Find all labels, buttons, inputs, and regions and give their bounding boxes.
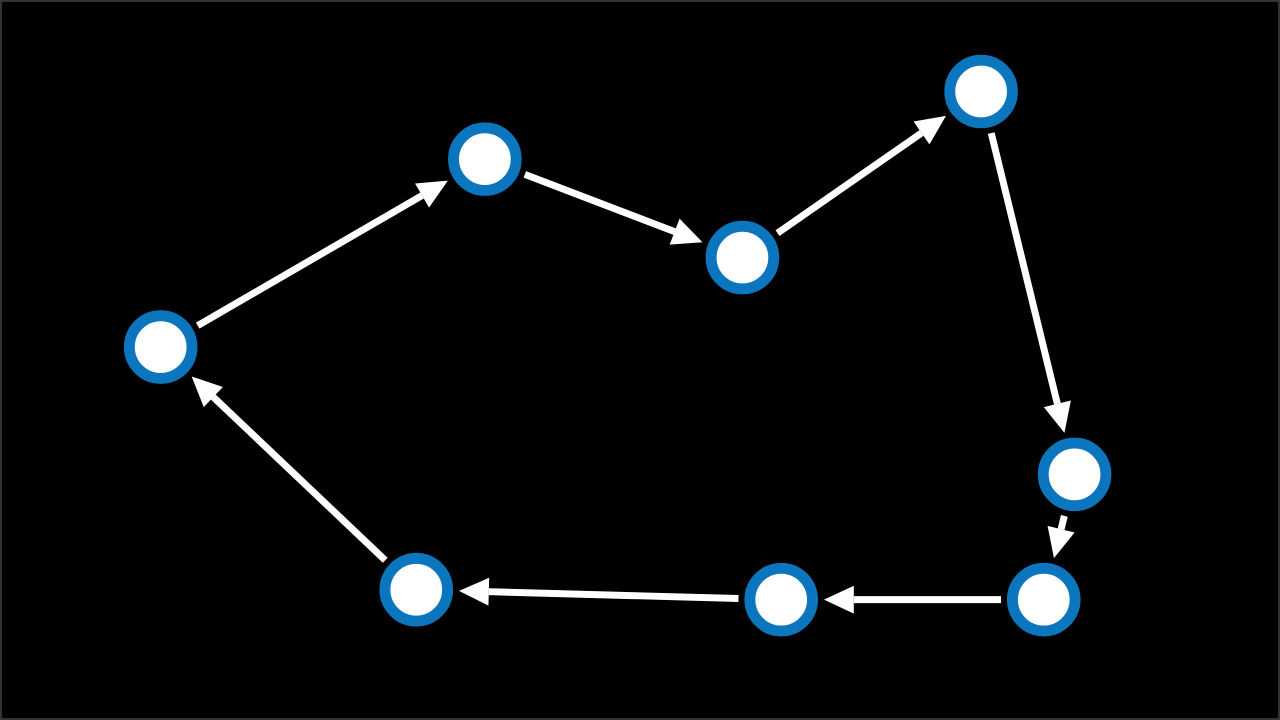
graph-node-ring xyxy=(123,310,198,384)
graph-node-ring xyxy=(944,54,1018,129)
graph-node[interactable] xyxy=(379,552,454,627)
graph-edge-shaft xyxy=(987,132,1061,405)
graph-edge-arrowhead xyxy=(458,577,490,606)
graph-node[interactable] xyxy=(744,562,819,637)
graph-edge-arrowhead xyxy=(1047,525,1075,559)
graph-node-ring xyxy=(1006,562,1081,637)
graph-edge[interactable] xyxy=(775,115,946,237)
graph-edge-arrowhead xyxy=(913,115,946,145)
graph-node-ring xyxy=(1037,437,1112,512)
graph-edge[interactable] xyxy=(823,585,1001,614)
graph-edge-shaft xyxy=(1057,515,1068,530)
graph-edge-shaft xyxy=(523,171,676,235)
graph-node[interactable] xyxy=(944,54,1018,129)
nodes-layer xyxy=(123,54,1112,637)
graph-node[interactable] xyxy=(705,220,780,295)
graph-edge-shaft xyxy=(210,394,388,563)
graph-node-ring xyxy=(705,220,780,295)
graph-edge-arrowhead xyxy=(1043,400,1071,433)
graph-edge[interactable] xyxy=(191,376,388,563)
graph-node-ring xyxy=(448,122,522,196)
graph-edge[interactable] xyxy=(987,132,1071,433)
graph-edge-arrowhead xyxy=(415,180,448,208)
graph-edge-arrowhead xyxy=(191,376,223,408)
graph-edge-arrowhead xyxy=(669,218,703,245)
graph-node-ring xyxy=(379,552,454,627)
edges-layer xyxy=(191,115,1075,614)
graph-edge-shaft xyxy=(195,192,424,329)
graph-node[interactable] xyxy=(448,122,522,196)
graph-edge[interactable] xyxy=(1047,515,1075,559)
graph-edge[interactable] xyxy=(523,171,703,245)
graph-node[interactable] xyxy=(123,310,198,384)
graph-edge[interactable] xyxy=(195,180,448,329)
graph-edge[interactable] xyxy=(458,577,739,606)
graph-edge-shaft xyxy=(488,588,739,602)
graph-node[interactable] xyxy=(1006,562,1081,637)
graph-edge-shaft xyxy=(775,130,924,237)
graph-edge-arrowhead xyxy=(823,585,854,614)
graph-node[interactable] xyxy=(1037,437,1112,512)
graph-node-ring xyxy=(744,562,819,637)
